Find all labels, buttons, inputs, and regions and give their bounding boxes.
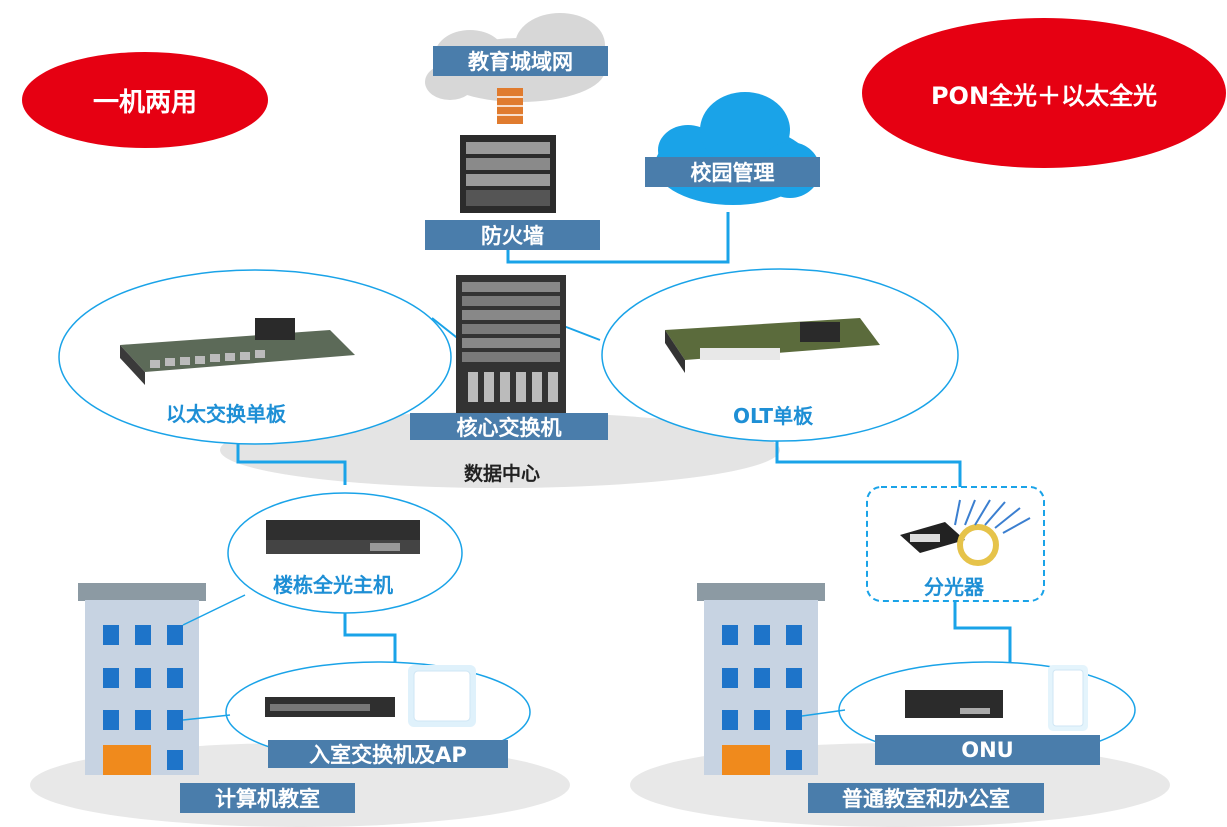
indoor-switch-device <box>265 697 395 717</box>
text-building-host: 楼栋全光主机 <box>273 573 393 597</box>
label-indoor-switch-ap: 入室交换机及AP <box>268 740 508 768</box>
splitter-box <box>866 486 1045 602</box>
firewall-icon <box>497 88 523 124</box>
label-onu: ONU <box>875 735 1100 765</box>
onu-device <box>905 690 1003 718</box>
label-campus-mgmt: 校园管理 <box>645 157 820 187</box>
label-classroom-office: 普通教室和办公室 <box>808 783 1044 813</box>
text-data-center: 数据中心 <box>464 463 541 485</box>
text-olt-board: OLT单板 <box>733 404 814 428</box>
badge-pon-ethernet-text: PON全光＋以太全光 <box>930 81 1158 110</box>
building-host-device <box>266 520 420 554</box>
label-computer-room: 计算机教室 <box>180 783 355 813</box>
badge-dual-use-text: 一机两用 <box>92 87 197 118</box>
label-core-switch: 核心交换机 <box>410 413 608 440</box>
cloud-icon-campus <box>655 92 820 205</box>
label-firewall: 防火墙 <box>425 220 600 250</box>
splitter-device <box>900 499 1031 566</box>
badge-pon-ethernet: PON全光＋以太全光 <box>862 18 1226 168</box>
eth-board-device <box>120 318 355 385</box>
text-splitter: 分光器 <box>924 575 984 599</box>
left-building <box>78 583 206 775</box>
olt-board-device <box>665 318 880 373</box>
badge-dual-use: 一机两用 <box>22 52 268 148</box>
core-switch-device <box>456 275 566 425</box>
text-eth-board: 以太交换单板 <box>166 402 286 426</box>
ap-device <box>408 665 476 727</box>
onu-ap-device <box>1048 665 1088 731</box>
right-building <box>697 583 825 775</box>
label-edu-network: 教育城域网 <box>433 46 608 76</box>
firewall-device <box>460 135 556 213</box>
